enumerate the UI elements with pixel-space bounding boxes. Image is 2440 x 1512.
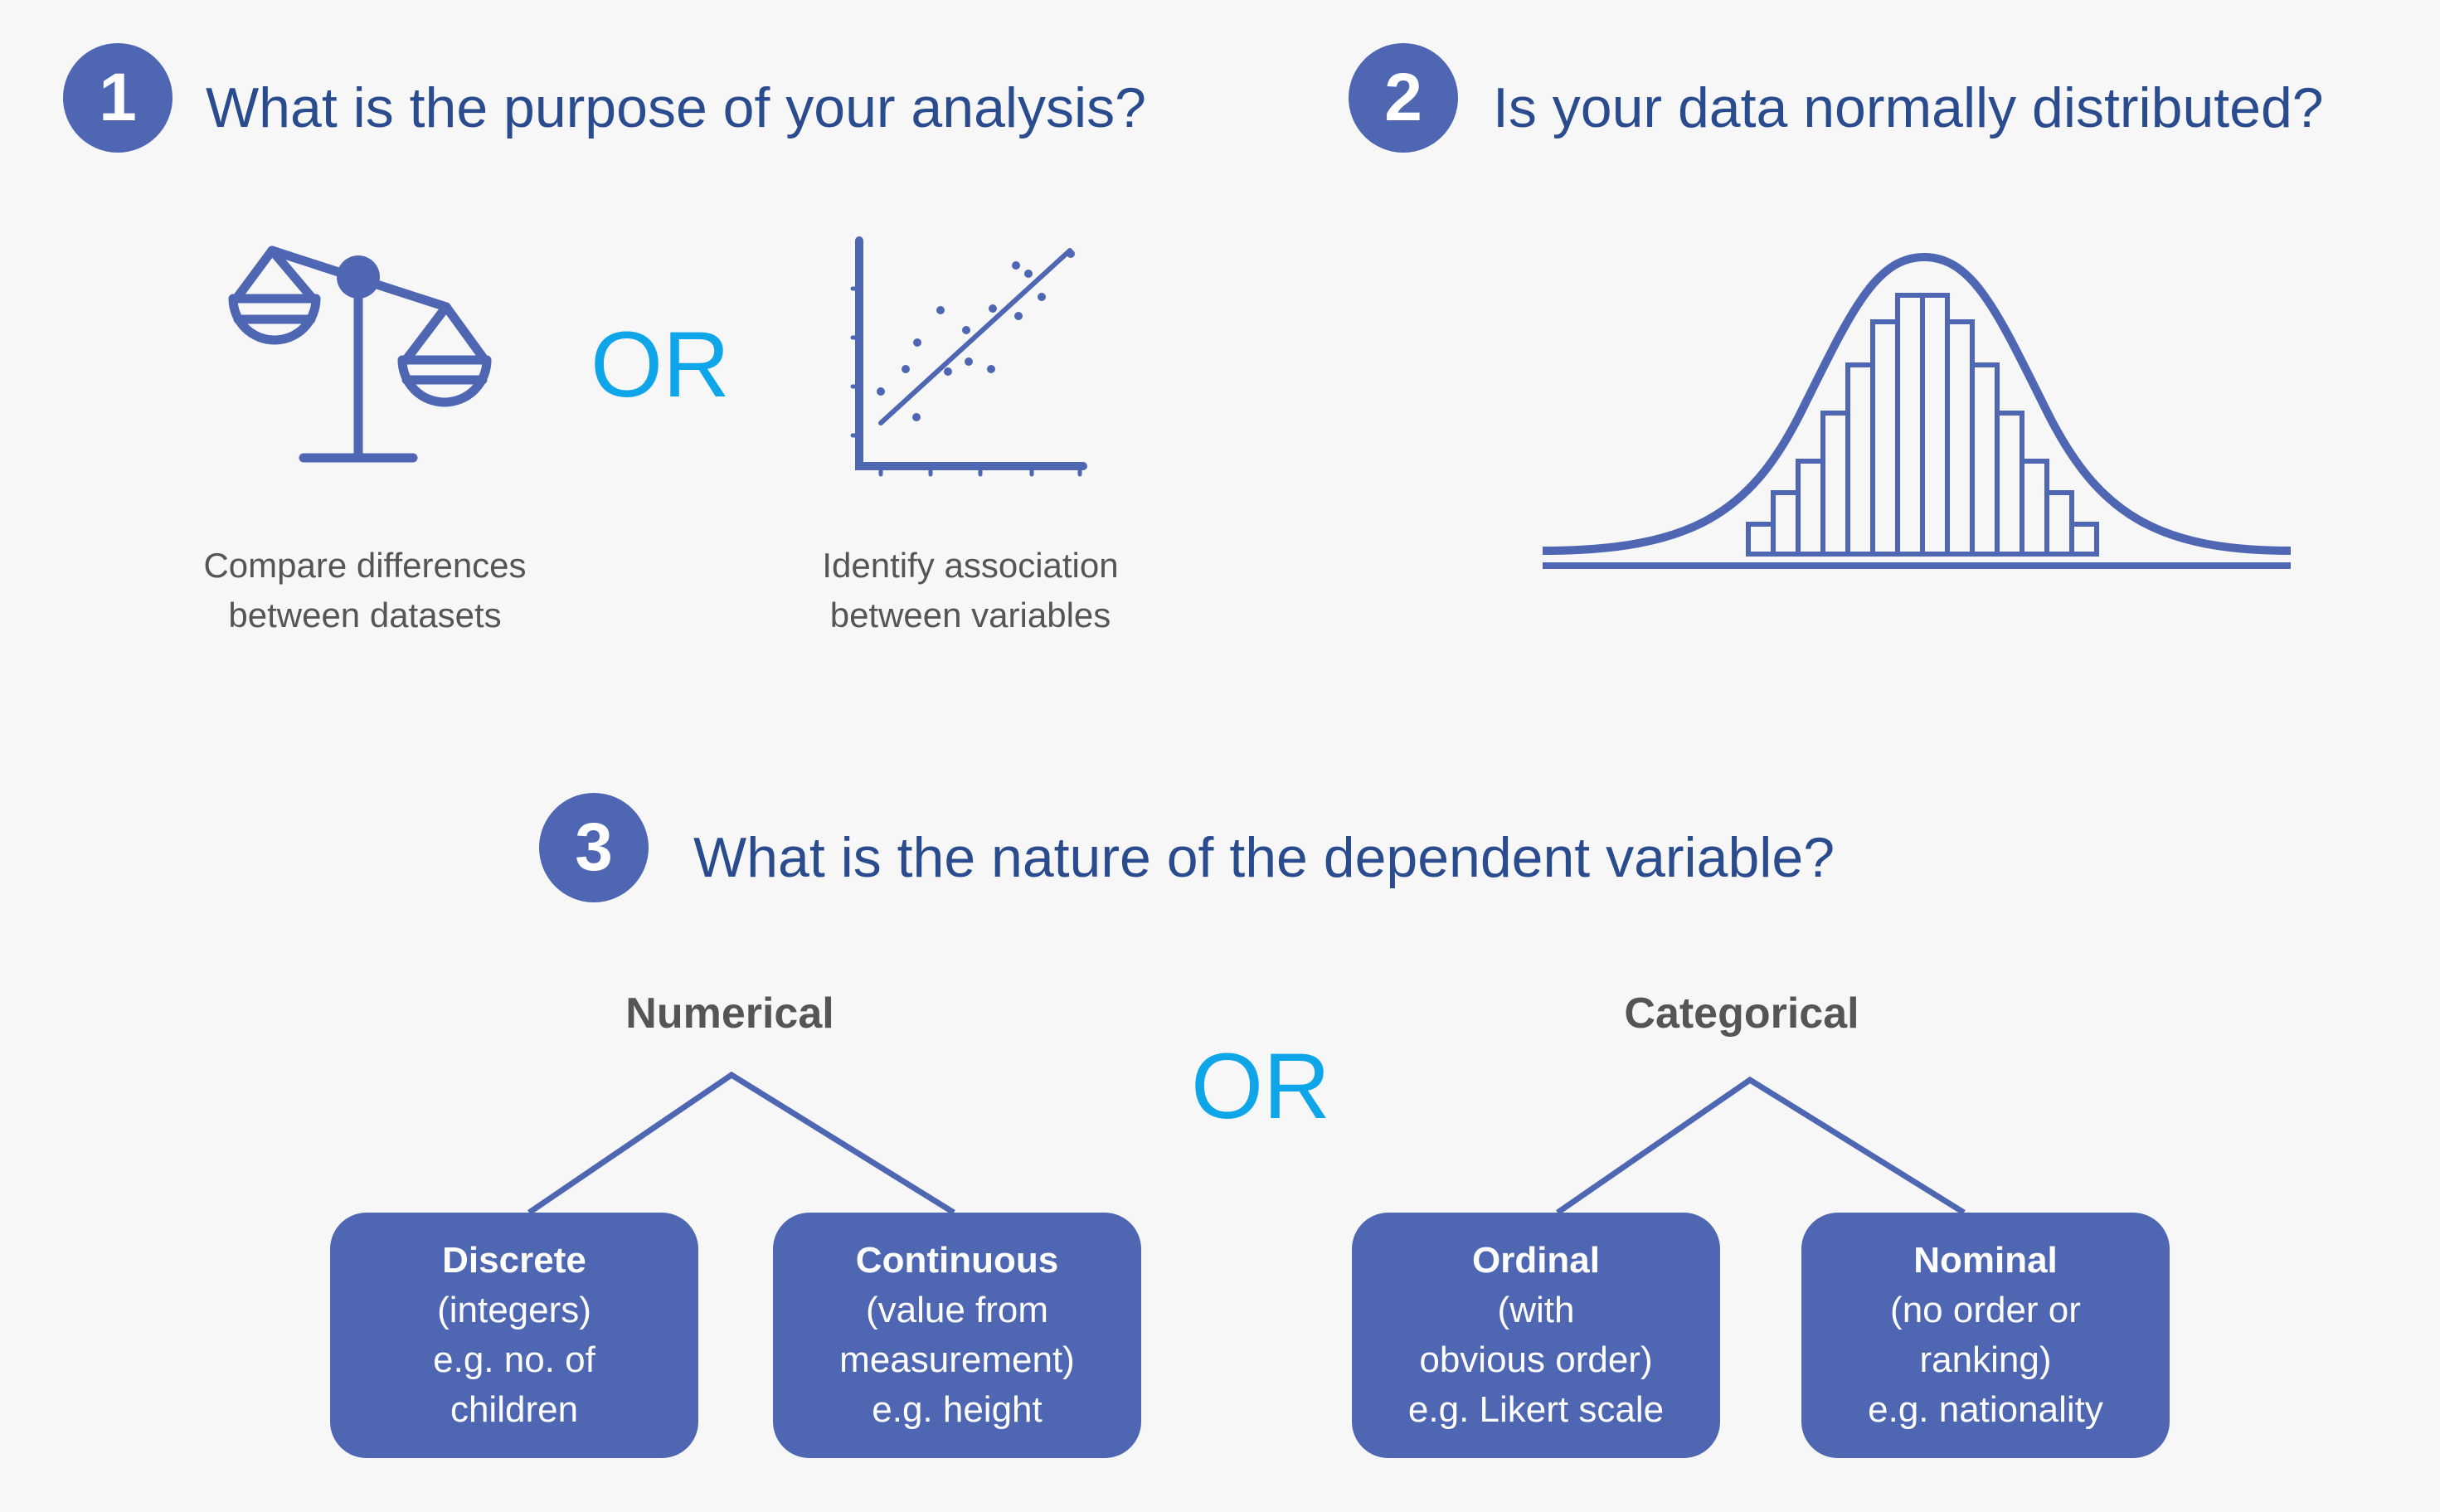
nominal-line: (no order or [1890,1290,2081,1330]
step-3-title: What is the nature of the dependent vari… [693,826,1835,889]
nominal-line: ranking) [1919,1339,2052,1380]
ordinal-line: (with [1497,1290,1575,1330]
nominal-line: e.g. nationality [1868,1389,2103,1430]
step-1-number: 1 [99,60,137,135]
variable-or: OR [1191,1034,1330,1138]
compare-caption: Compare differences between datasets [158,541,572,640]
step-2-title: Is your data normally distributed? [1493,76,2324,139]
continuous-line: measurement) [839,1339,1075,1380]
normal-distribution-icon [1542,252,2292,569]
purpose-or: OR [591,313,730,416]
discrete-box: Discrete (integers) e.g. no. of children [330,1213,698,1458]
step-3-number: 3 [575,809,613,885]
categorical-label: Categorical [1624,989,1859,1038]
compare-caption-line2: between datasets [228,596,502,634]
step-1-badge: 1 [63,43,173,153]
continuous-line: (value from [865,1290,1049,1330]
step-2-badge: 2 [1349,43,1458,153]
associate-caption: Identify association between variables [763,541,1178,640]
associate-caption-line2: between variables [829,596,1111,634]
continuous-box: Continuous (value from measurement) e.g.… [773,1213,1141,1458]
categorical-connector [1556,1076,1966,1215]
ordinal-title: Ordinal [1471,1240,1601,1281]
step-2-number: 2 [1384,60,1422,135]
nominal-box: Nominal (no order or ranking) e.g. natio… [1801,1213,2170,1458]
discrete-line: (integers) [437,1290,591,1330]
discrete-line: e.g. no. of [433,1339,595,1380]
discrete-line: children [450,1389,579,1430]
discrete-title: Discrete [442,1240,586,1281]
continuous-title: Continuous [855,1240,1059,1281]
step-3-badge: 3 [539,793,649,902]
balance-scale-icon [228,246,492,463]
ordinal-box: Ordinal (with obvious order) e.g. Likert… [1352,1213,1720,1458]
numerical-connector [527,1071,955,1215]
continuous-line: e.g. height [872,1389,1043,1430]
scatter-plot-icon [850,236,1087,477]
step-1-title: What is the purpose of your analysis? [206,76,1146,139]
ordinal-line: e.g. Likert scale [1407,1389,1665,1430]
compare-caption-line1: Compare differences [203,546,527,585]
nominal-title: Nominal [1913,1240,2058,1281]
numerical-label: Numerical [625,989,834,1038]
ordinal-line: obvious order) [1419,1339,1653,1380]
associate-caption-line1: Identify association [822,546,1119,585]
